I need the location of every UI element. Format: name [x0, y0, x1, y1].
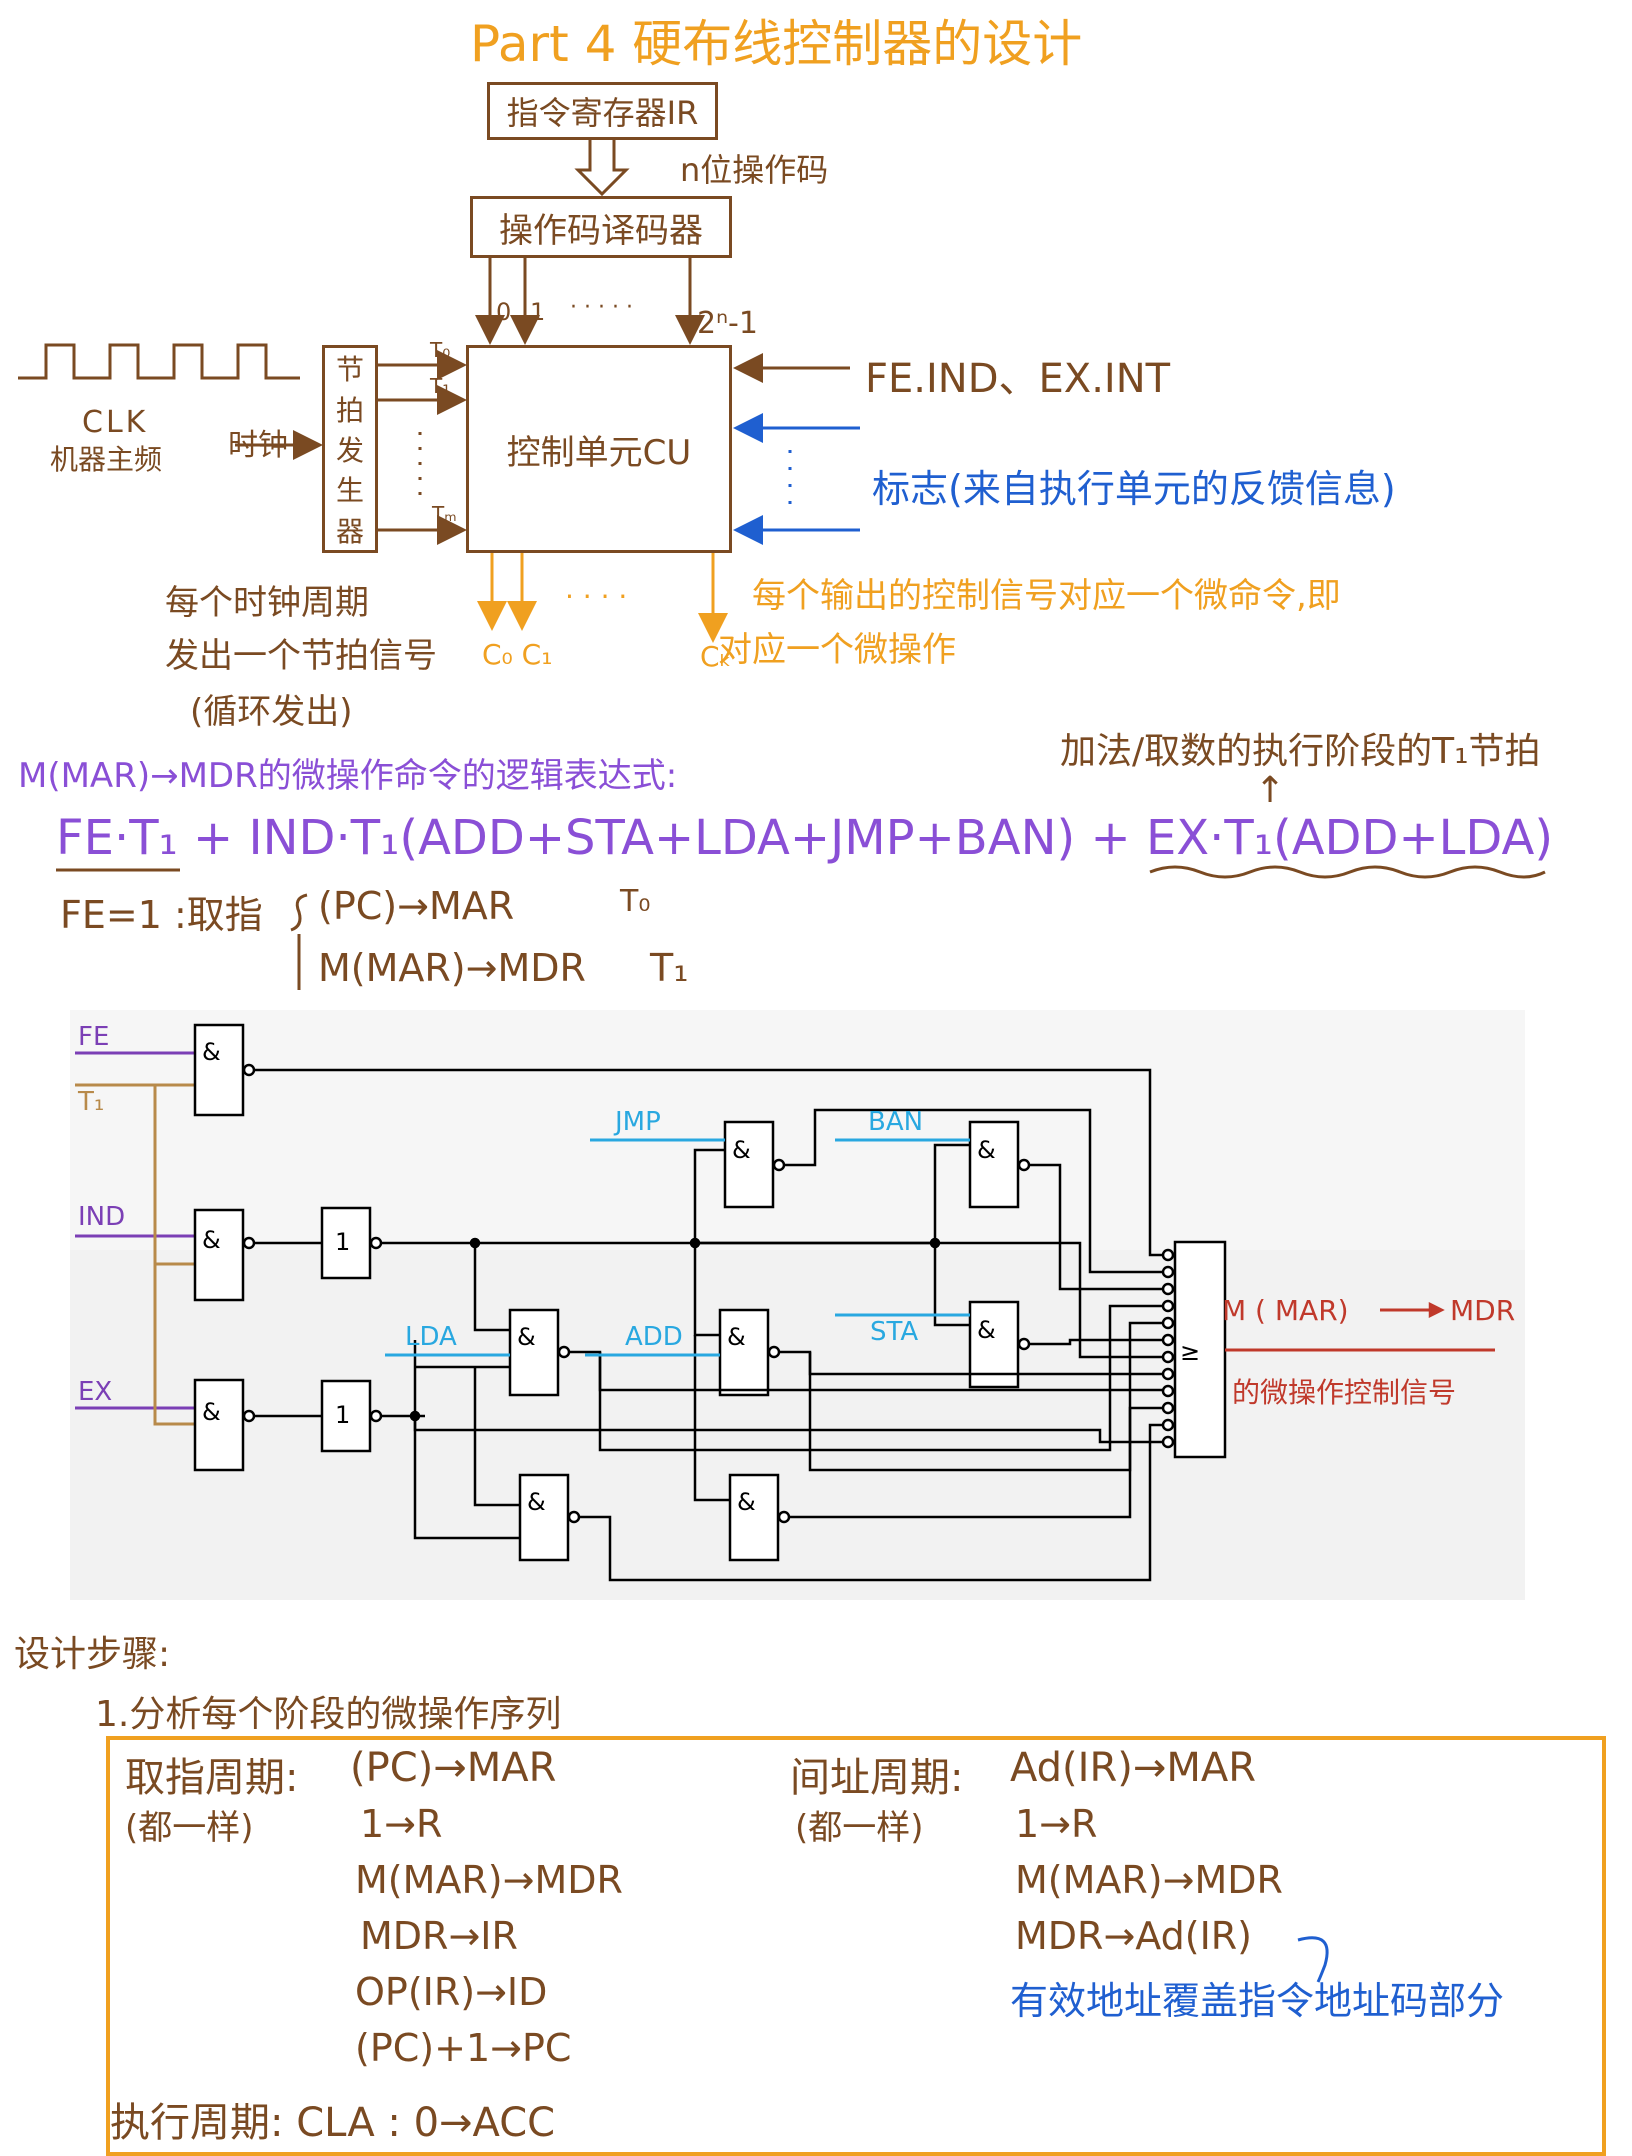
- and-symbol: &: [202, 1398, 221, 1426]
- output-note-line-1: 每个输出的控制信号对应一个微命令,即: [752, 576, 1341, 616]
- output-label-mdr: MDR: [1450, 1294, 1515, 1327]
- indirect-op: M(MAR)→MDR: [1015, 1858, 1283, 1902]
- output-label-mar: M ( MAR): [1222, 1294, 1349, 1327]
- signal-jmp-label: JMP: [613, 1107, 661, 1137]
- t0-label: T₀: [430, 338, 451, 362]
- c-output-labels: C₀ C₁: [482, 638, 553, 671]
- and-symbol: &: [517, 1323, 536, 1351]
- fetch-op: 1→R: [360, 1802, 443, 1846]
- output-label-desc: 的微操作控制信号: [1232, 1376, 1456, 1409]
- c-output-dots: · · · ·: [565, 580, 628, 613]
- beat-note-line-1: 每个时钟周期: [165, 583, 369, 623]
- beat-gen-char: 生: [335, 474, 364, 508]
- fe-step-1: (PC)→MAR: [318, 884, 515, 928]
- and-symbol: &: [732, 1136, 751, 1164]
- cu-status-inputs: FE.IND、EX.INT: [865, 356, 1171, 402]
- control-unit-box: 控制单元CU: [466, 345, 732, 553]
- expression-underlines: [56, 865, 1546, 879]
- fe-t1: T₁: [650, 946, 689, 990]
- clock-waveform: [18, 343, 300, 380]
- tm-label: Tₘ: [432, 502, 457, 526]
- indirect-note: (都一样): [795, 1808, 924, 1848]
- fe-t0: T₀: [620, 884, 651, 919]
- circuit-svg: FE IND EX T₁ JMP BAN LDA ADD STA & & & 1…: [75, 1022, 1515, 1582]
- input-fe-label: FE: [78, 1022, 109, 1052]
- page-title: Part 4 硬布线控制器的设计: [470, 15, 1083, 73]
- beat-note-line-2: 发出一个节拍信号: [165, 636, 437, 676]
- fetch-op: (PC)→MAR: [350, 1745, 557, 1791]
- beat-gen-char: 器: [335, 514, 364, 548]
- block-diagram-wires: [18, 140, 860, 643]
- and-symbol: &: [977, 1316, 996, 1344]
- clk-sub-label: 机器主频: [50, 443, 163, 476]
- fetch-op: MDR→IR: [360, 1914, 518, 1958]
- signal-ban-label: BAN: [868, 1107, 923, 1137]
- annotation-arrow: ↑: [1255, 770, 1286, 811]
- output-note-line-2: 对应一个微操作: [718, 630, 956, 670]
- and-symbol: &: [527, 1488, 546, 1516]
- fe-step-2: M(MAR)→MDR: [318, 946, 586, 990]
- dec-out-label-0: 0: [496, 298, 512, 326]
- dec-out-label-1: 1: [530, 298, 546, 326]
- beat-gen-char: 节: [335, 353, 364, 387]
- input-t1-label: T₁: [77, 1087, 104, 1117]
- indirect-op: 1→R: [1015, 1802, 1098, 1846]
- and-symbol: &: [202, 1226, 221, 1254]
- indirect-title: 间址周期:: [790, 1755, 964, 1801]
- logic-expression: FE·T₁ + IND·T₁(ADD+STA+LDA+JMP+BAN) + EX…: [56, 810, 1554, 866]
- indirect-op: MDR→Ad(IR): [1015, 1914, 1252, 1958]
- ir-box: 指令寄存器IR: [487, 82, 718, 140]
- and-symbol: &: [727, 1323, 746, 1351]
- and-symbol: &: [737, 1488, 756, 1516]
- signal-lda-label: LDA: [405, 1322, 457, 1352]
- not-symbol: 1: [335, 1228, 350, 1256]
- fetch-op: OP(IR)→ID: [355, 1970, 548, 2014]
- fetch-op: M(MAR)→MDR: [355, 1858, 623, 1902]
- exec-line: 执行周期: CLA : 0→ACC: [110, 2100, 556, 2146]
- indirect-op: Ad(IR)→MAR: [1010, 1745, 1257, 1791]
- beat-note-line-3: (循环发出): [190, 692, 353, 732]
- indirect-curve-arrow: [1297, 1936, 1329, 1983]
- t1-label: T₁: [430, 374, 451, 398]
- formula-annotation: 加法/取数的执行阶段的T₁节拍: [1060, 731, 1541, 772]
- clock-label: 时钟: [228, 428, 288, 463]
- circuit-panel: FE IND EX T₁ JMP BAN LDA ADD STA & & & 1…: [70, 1010, 1525, 1600]
- input-ind-label: IND: [78, 1202, 125, 1232]
- fetch-note: (都一样): [125, 1808, 254, 1848]
- dec-out-label-last: 2ⁿ-1: [697, 306, 758, 341]
- signal-add-label: ADD: [625, 1322, 683, 1352]
- fe-line: FE=1 :取指: [60, 893, 263, 937]
- indirect-note-blue: 有效地址覆盖指令地址码部分: [1010, 1979, 1505, 2023]
- fe-brace: [290, 893, 308, 990]
- and-symbol: &: [977, 1136, 996, 1164]
- clk-label: CLK: [82, 405, 149, 440]
- formula-heading: M(MAR)→MDR的微操作命令的逻辑表达式:: [18, 756, 678, 796]
- not-symbol: 1: [335, 1401, 350, 1429]
- ir-to-decoder-arrow: [574, 140, 630, 197]
- decoder-box: 操作码译码器: [470, 196, 732, 258]
- circuit-panel-light: [70, 1010, 1525, 1250]
- beat-generator-box: 节 拍 发 生 器: [322, 345, 378, 553]
- dec-out-dots: · · · · ·: [570, 295, 633, 320]
- n-bit-label: n位操作码: [680, 151, 829, 189]
- beat-gen-char: 拍: [335, 393, 364, 427]
- fetch-title: 取指周期:: [125, 1755, 299, 1801]
- steps-heading: 设计步骤:: [14, 1634, 171, 1675]
- fetch-op: (PC)+1→PC: [355, 2026, 572, 2070]
- input-ex-label: EX: [78, 1377, 112, 1407]
- beat-gen-char: 发: [335, 433, 364, 467]
- step-1: 1.分析每个阶段的微操作序列: [95, 1694, 562, 1735]
- ck-label: Cₖ: [700, 640, 732, 673]
- or-symbol: ≥: [1180, 1338, 1200, 1366]
- signal-sta-label: STA: [870, 1317, 918, 1347]
- flag-description: 标志(来自执行单元的反馈信息): [872, 467, 1396, 511]
- and-symbol: &: [202, 1038, 221, 1066]
